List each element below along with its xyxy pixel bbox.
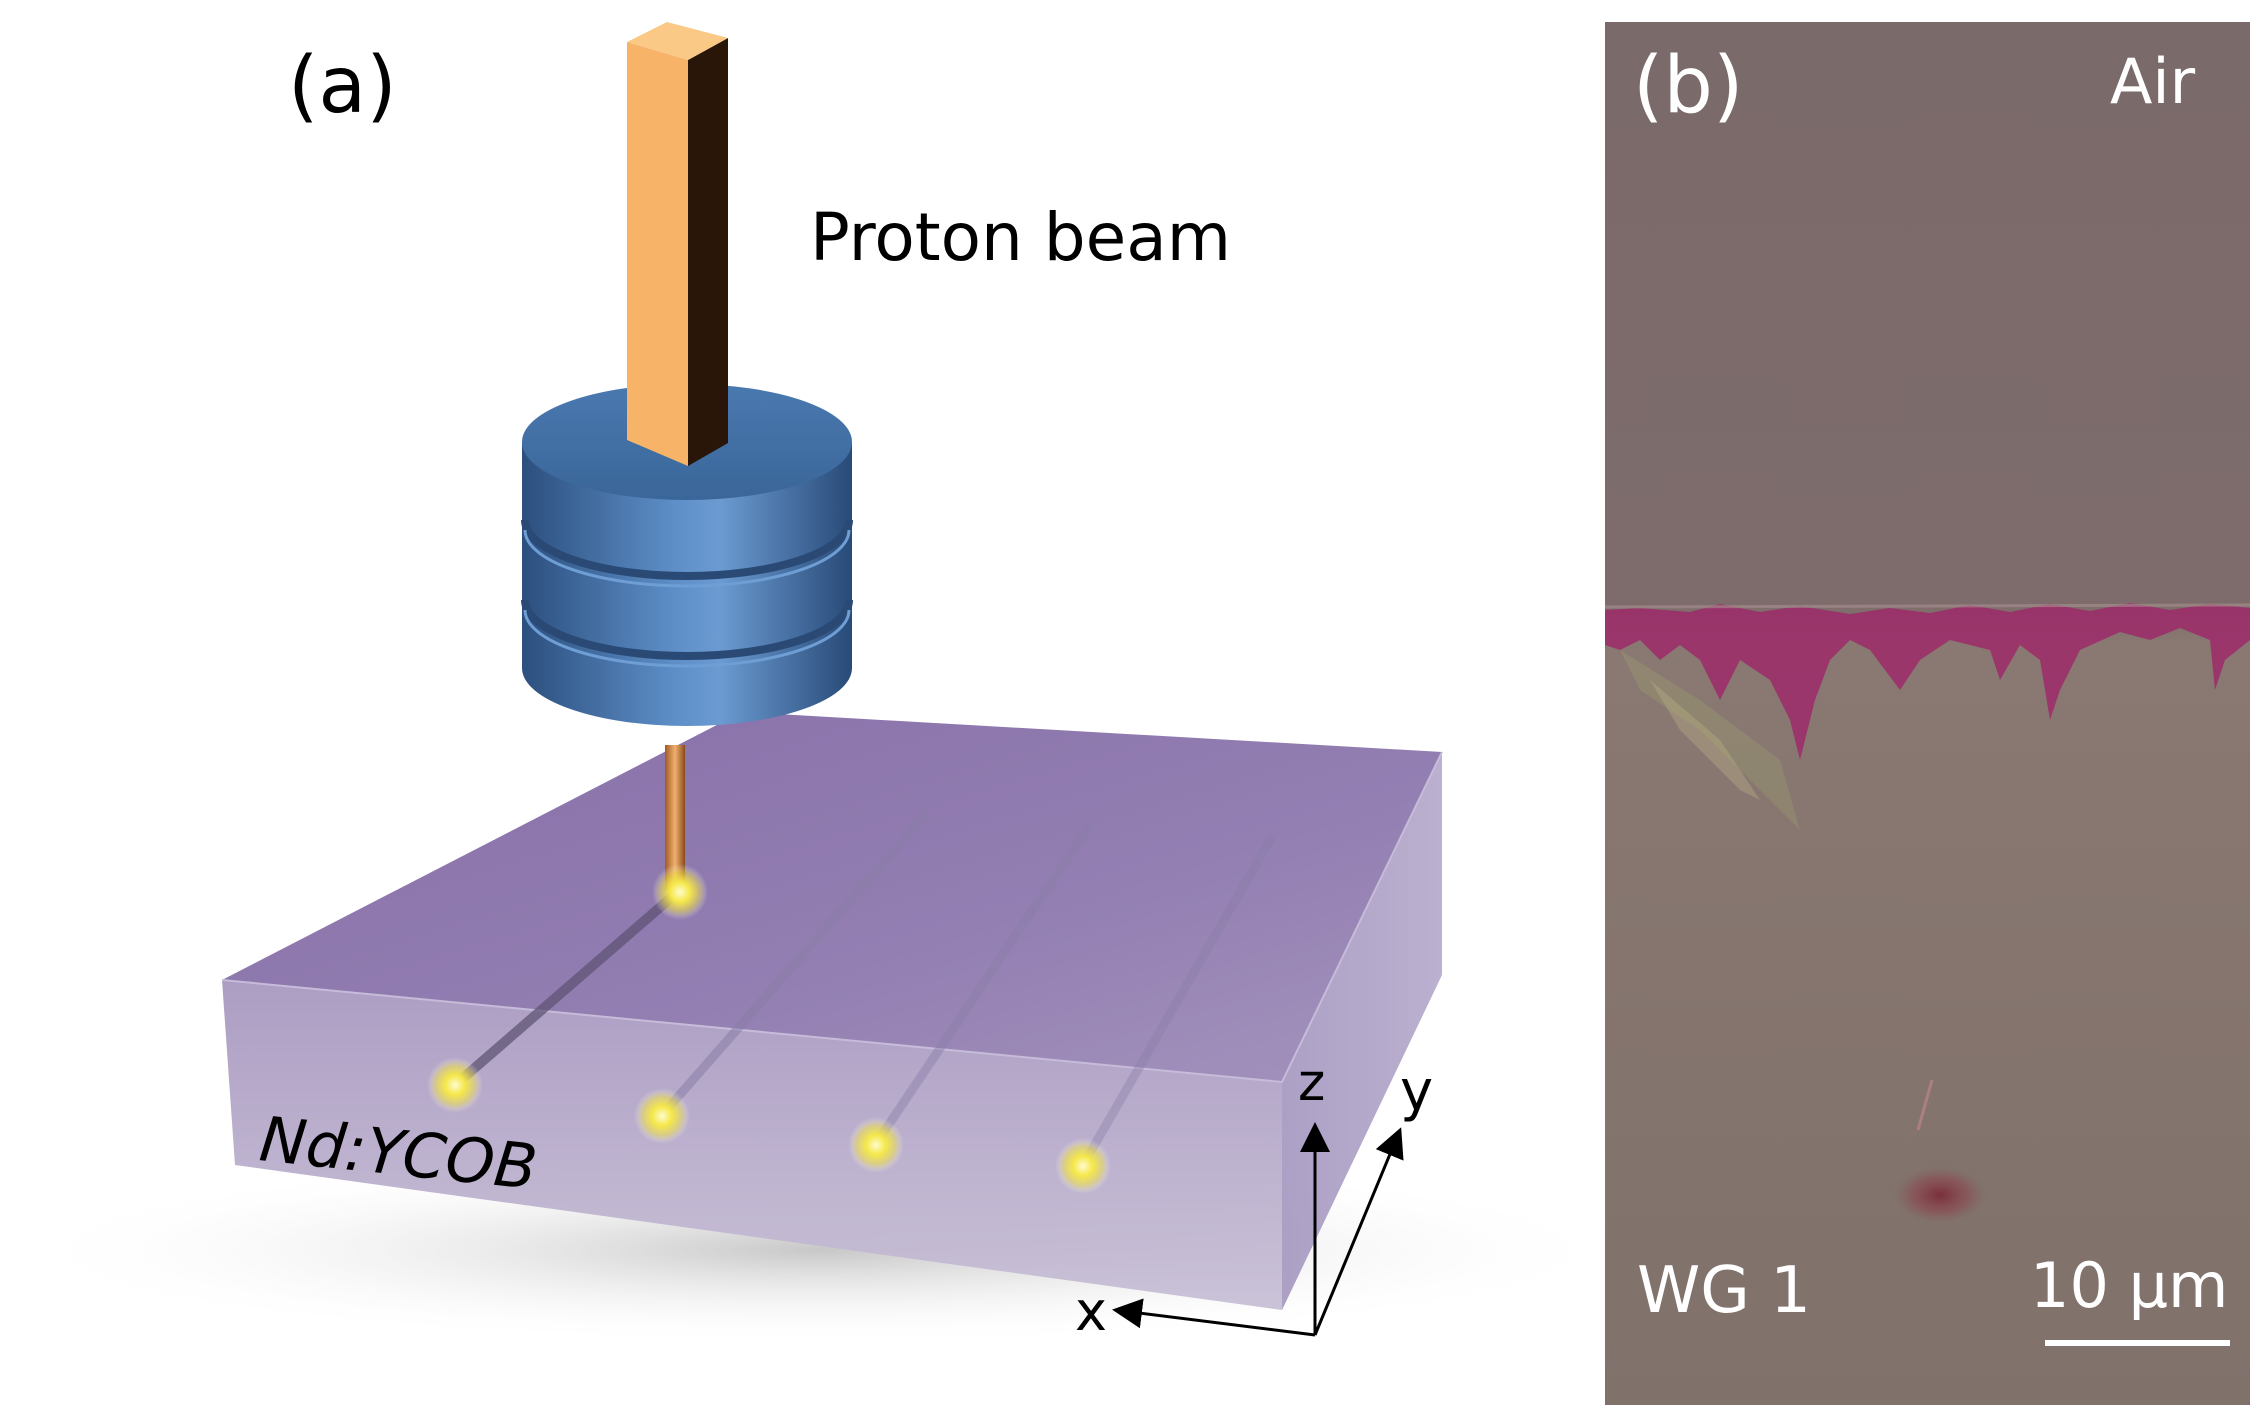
crystal-edge xyxy=(221,751,1443,1084)
proton-beam xyxy=(627,22,728,466)
beam-top-face xyxy=(627,22,728,60)
panel-b: (b) Air WG 1 10 μm xyxy=(1604,22,2251,1405)
z-axis-label: z xyxy=(1298,1053,1325,1113)
waveguide-cross-section xyxy=(1892,1165,1988,1225)
waveguide-1 xyxy=(450,885,685,1090)
focal-spot xyxy=(652,864,708,920)
surface-damage xyxy=(1604,603,2251,830)
coordinate-axes xyxy=(1112,1122,1404,1337)
beam-label: Proton beam xyxy=(810,199,1231,276)
beam-side-face xyxy=(688,38,728,466)
waveguide-4 xyxy=(1078,835,1275,1170)
guide-spot-4 xyxy=(1055,1138,1111,1194)
panel-a: (a) Proton beam Nd:YCOB z y x xyxy=(0,22,1640,1345)
scale-bar xyxy=(2045,1340,2230,1346)
guide-spot-3 xyxy=(848,1117,904,1173)
waveguide-traces xyxy=(450,810,1275,1170)
x-axis-label: x xyxy=(1075,1280,1107,1343)
waveguide-2 xyxy=(657,810,930,1120)
guide-spot-1 xyxy=(427,1057,483,1113)
y-axis xyxy=(1313,1127,1404,1336)
waveguide-3 xyxy=(870,820,1095,1150)
y-axis-label: y xyxy=(1400,1059,1433,1124)
waveguide-streak xyxy=(1916,1079,1934,1131)
crystal-top-face xyxy=(222,712,1442,1082)
scale-bar-label: 10 μm xyxy=(2030,1249,2228,1322)
x-axis xyxy=(1112,1298,1316,1337)
panel-a-label: (a) xyxy=(288,41,397,131)
beam-front-face xyxy=(627,42,688,466)
panel-b-label: (b) xyxy=(1633,41,1743,131)
guide-spot-2 xyxy=(634,1088,690,1144)
air-label: Air xyxy=(2110,45,2196,118)
crystal-side-face xyxy=(1282,752,1442,1310)
beam-tip xyxy=(665,745,685,890)
focusing-lens xyxy=(521,384,853,726)
waveguide-label: WG 1 xyxy=(1637,1254,1811,1328)
guide-spots xyxy=(427,1057,1111,1194)
